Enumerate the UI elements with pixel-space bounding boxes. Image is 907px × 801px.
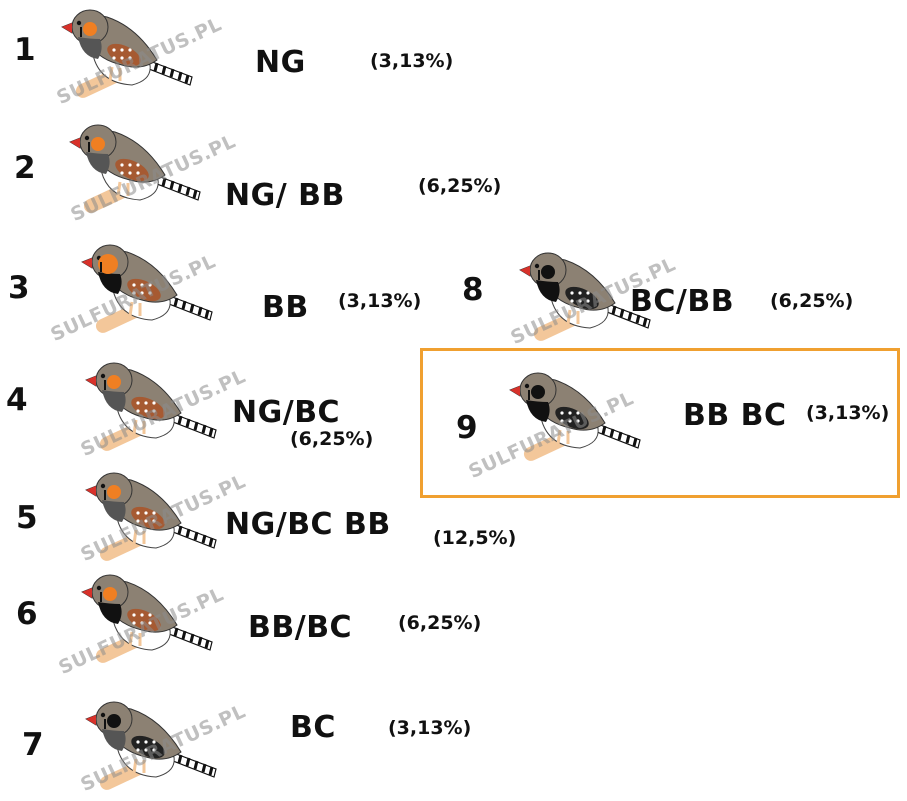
entry-number-9: 9 — [456, 410, 478, 446]
probability-label-1: (3,13%) — [370, 50, 454, 72]
zebra-finch-illustration-3 — [72, 240, 222, 340]
probability-label-9: (3,13%) — [806, 402, 890, 424]
probability-label-4: (6,25%) — [290, 428, 374, 450]
zebra-finch-illustration-9 — [500, 368, 650, 468]
genotype-label-9: BB BC — [683, 398, 787, 433]
genotype-label-3: BB — [262, 290, 309, 325]
highlight-box — [420, 348, 900, 498]
zebra-finch-illustration-5 — [76, 468, 226, 568]
entry-number-2: 2 — [14, 150, 36, 186]
genotype-label-1: NG — [255, 45, 306, 80]
zebra-finch-illustration-6 — [72, 570, 222, 670]
entry-number-7: 7 — [22, 727, 44, 763]
genotype-label-4: NG/BC — [232, 395, 341, 430]
zebra-finch-illustration-1 — [52, 5, 202, 105]
entry-number-1: 1 — [14, 32, 36, 68]
genotype-label-7: BC — [290, 710, 336, 745]
probability-label-2: (6,25%) — [418, 175, 502, 197]
probability-label-8: (6,25%) — [770, 290, 854, 312]
entry-number-4: 4 — [6, 382, 28, 418]
probability-label-6: (6,25%) — [398, 612, 482, 634]
entry-number-6: 6 — [16, 596, 38, 632]
zebra-finch-illustration-4 — [76, 358, 226, 458]
entry-number-8: 8 — [462, 272, 484, 308]
entry-number-5: 5 — [16, 500, 38, 536]
genotype-label-5: NG/BC BB — [225, 507, 391, 542]
genotype-label-6: BB/BC — [248, 610, 353, 645]
probability-label-5: (12,5%) — [433, 527, 517, 549]
zebra-finch-illustration-8 — [510, 248, 660, 348]
entry-number-3: 3 — [8, 270, 30, 306]
probability-label-3: (3,13%) — [338, 290, 422, 312]
probability-label-7: (3,13%) — [388, 717, 472, 739]
genotype-label-8: BC/BB — [630, 284, 735, 319]
genotype-label-2: NG/ BB — [225, 178, 345, 213]
zebra-finch-illustration-7 — [76, 697, 226, 797]
zebra-finch-illustration-2 — [60, 120, 210, 220]
